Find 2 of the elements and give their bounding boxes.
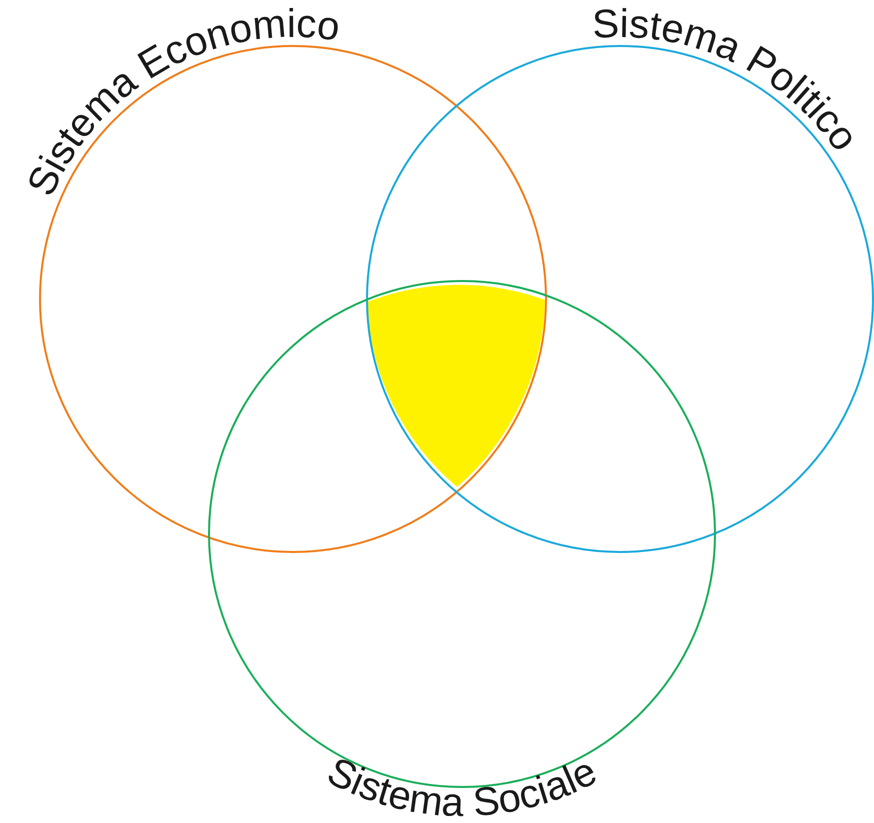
intersection-region (367, 284, 545, 487)
set-label: Sistema Sociale (320, 749, 604, 823)
